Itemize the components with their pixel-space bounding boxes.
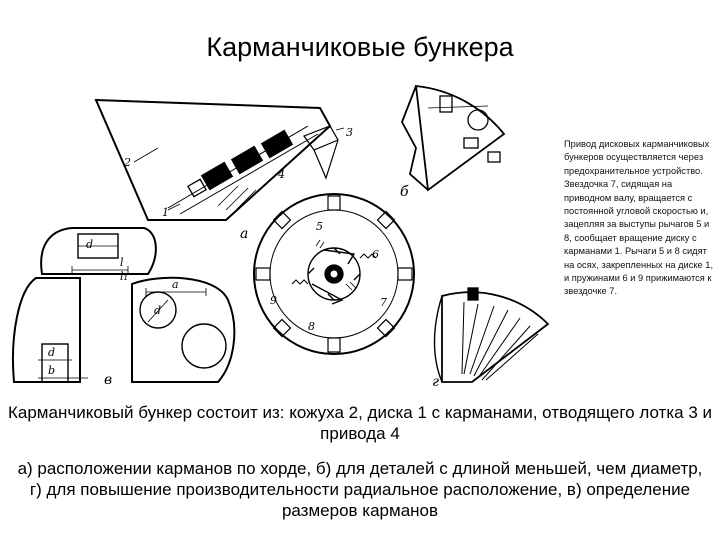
label-v: в <box>104 372 112 388</box>
diagram-labels: а б в г 2 3 1 4 5 6 7 8 9 d l l₁ d b a d <box>48 126 439 390</box>
page-title: Карманчиковые бункера <box>206 32 514 62</box>
dim-d-circle: d <box>154 304 161 317</box>
dim-b: b <box>48 364 55 377</box>
drive-description: Привод дисковых карманчиковых бункеров о… <box>564 139 714 297</box>
label-a: а <box>240 226 248 242</box>
dim-l: l <box>120 256 124 269</box>
hopper-chord-pockets <box>94 98 345 221</box>
radial-pockets-disk <box>433 287 550 383</box>
label-b: б <box>400 184 409 200</box>
label-4: 4 <box>277 168 285 181</box>
bunker-composition-caption: Карманчиковый бункер состоит из: кожуха … <box>8 403 712 443</box>
label-7: 7 <box>380 296 387 309</box>
label-1: 1 <box>162 206 169 219</box>
label-6: 6 <box>372 248 379 261</box>
pocket-dimensions <box>11 227 236 383</box>
bunker-diagram: а б в г 2 3 1 4 5 6 7 8 9 d l l₁ d b a d <box>11 84 550 390</box>
dim-l1: l₁ <box>120 270 128 283</box>
dim-d-lower: d <box>48 346 55 359</box>
variants-caption: а) расположении карманов по хорде, б) дл… <box>17 459 703 520</box>
label-5: 5 <box>316 220 323 233</box>
disk-short-parts <box>401 84 506 192</box>
label-g: г <box>432 374 439 390</box>
label-9: 9 <box>270 294 277 307</box>
dim-a: a <box>172 278 179 291</box>
label-2: 2 <box>123 156 131 169</box>
dim-d-upper: d <box>86 238 93 251</box>
drive-disk <box>253 193 415 355</box>
label-3: 3 <box>346 126 353 139</box>
label-8: 8 <box>308 320 315 333</box>
